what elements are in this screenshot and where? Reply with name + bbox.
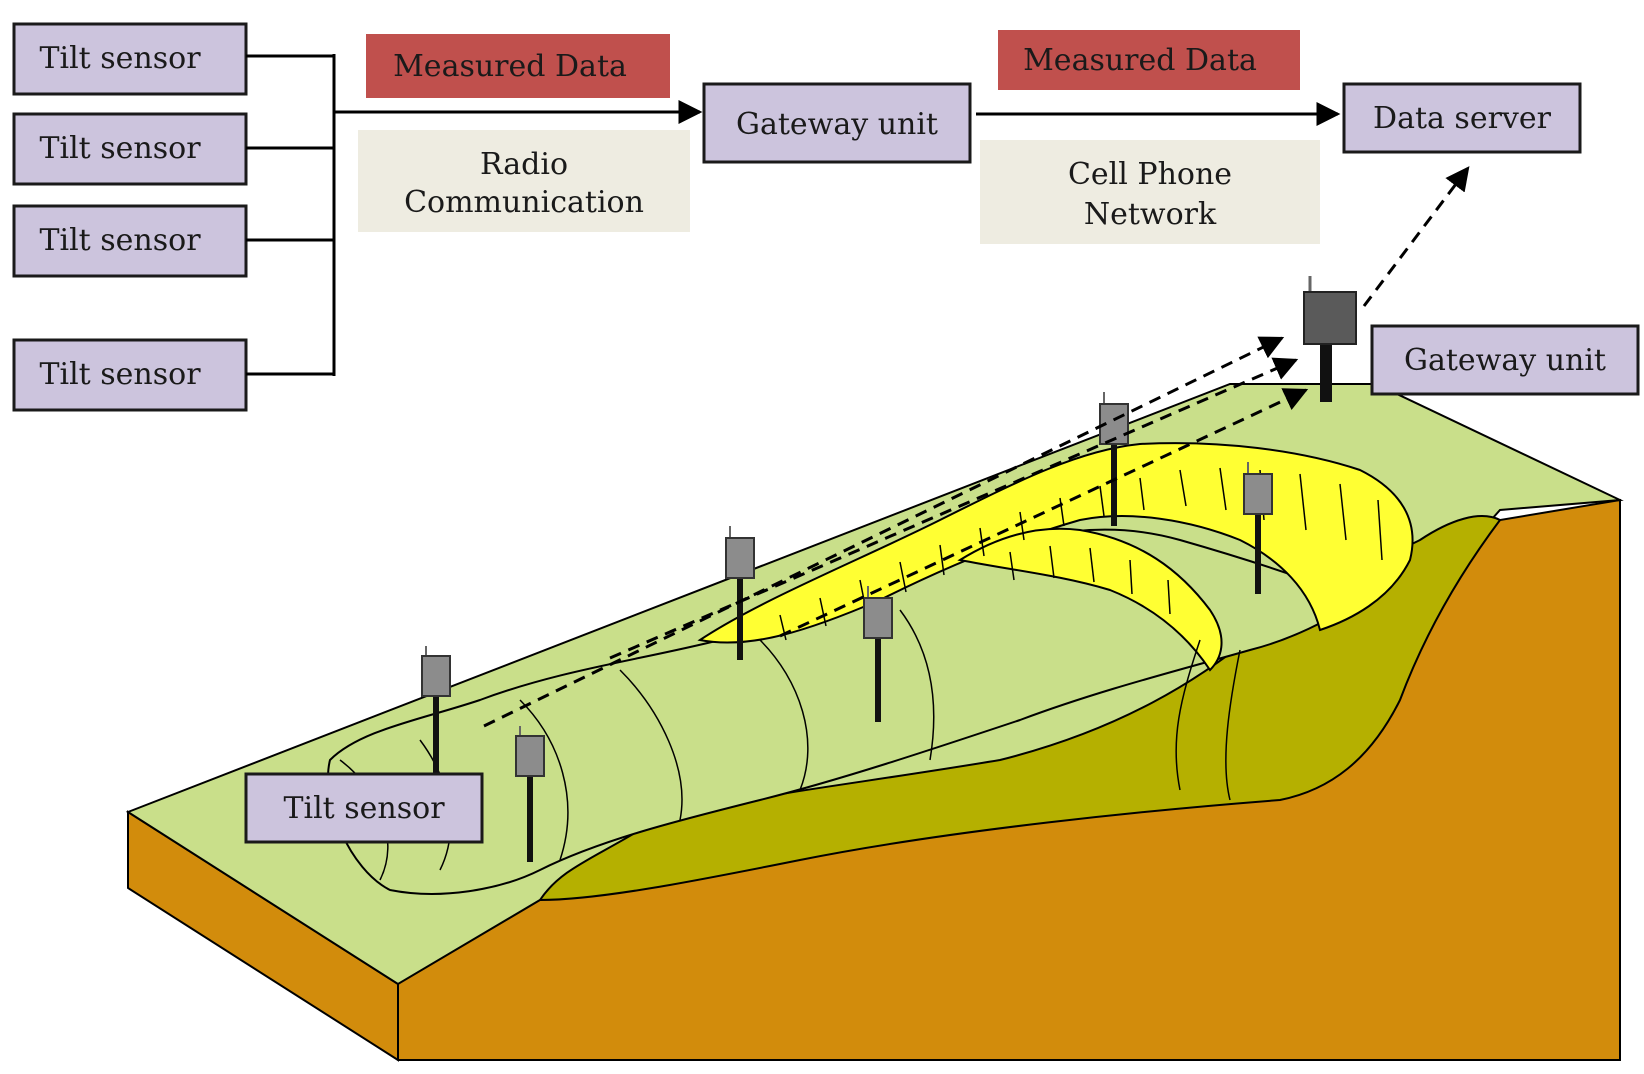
olive-scarp bbox=[538, 515, 1502, 902]
slope-sensor-2 bbox=[515, 726, 545, 862]
measured-data-cell-label: Measured Data bbox=[1023, 43, 1257, 78]
sensor-bus-connector bbox=[246, 54, 336, 376]
cell-phone-network-label-box: Cell Phone Network bbox=[980, 140, 1320, 244]
sensor-box-3-label: Tilt sensor bbox=[39, 223, 201, 258]
measured-data-badge-radio: Measured Data bbox=[366, 34, 670, 98]
surface-cracks bbox=[339, 609, 1241, 881]
measured-data-badge-cell: Measured Data bbox=[998, 30, 1300, 90]
gateway-tower bbox=[1303, 276, 1357, 402]
gateway-unit-label: Gateway unit bbox=[736, 107, 938, 142]
radio-communication-label-box: Radio Communication bbox=[358, 130, 690, 232]
gateway-unit-box: Gateway unit bbox=[702, 82, 972, 164]
wireless-links bbox=[483, 166, 1470, 728]
data-server-label: Data server bbox=[1373, 101, 1552, 136]
cell-line-2: Network bbox=[1084, 197, 1217, 232]
sensor-box-2-label: Tilt sensor bbox=[39, 131, 201, 166]
slide-mass bbox=[327, 528, 1363, 895]
sensor-box-1: Tilt sensor bbox=[12, 22, 248, 96]
slope-sensor-1 bbox=[421, 646, 451, 790]
sensor-box-4-label: Tilt sensor bbox=[39, 357, 201, 392]
slope-sensor-3 bbox=[725, 526, 755, 660]
sensor-box-3: Tilt sensor bbox=[12, 204, 248, 278]
sensor-box-2: Tilt sensor bbox=[12, 112, 248, 186]
scene-gateway-label: Gateway unit bbox=[1404, 343, 1606, 378]
scene-gateway-label-box: Gateway unit bbox=[1370, 324, 1640, 396]
sensor-box-4: Tilt sensor bbox=[12, 338, 248, 412]
slope-sensor-5 bbox=[1099, 392, 1129, 526]
slope-sensor-6 bbox=[1243, 462, 1273, 594]
slope-sensor-4 bbox=[863, 586, 893, 722]
radio-line-2: Communication bbox=[404, 185, 644, 220]
measured-data-radio-label: Measured Data bbox=[393, 49, 627, 84]
sensor-box-1-label: Tilt sensor bbox=[39, 41, 201, 76]
cell-line-1: Cell Phone bbox=[1068, 157, 1232, 192]
scene-sensor-label-box: Tilt sensor bbox=[244, 772, 484, 844]
scene-sensor-label: Tilt sensor bbox=[283, 791, 445, 826]
lower-scarp-band bbox=[957, 527, 1223, 672]
slope-block bbox=[125, 383, 1624, 1062]
radio-line-1: Radio bbox=[480, 147, 568, 182]
data-server-box: Data server bbox=[1342, 82, 1582, 154]
